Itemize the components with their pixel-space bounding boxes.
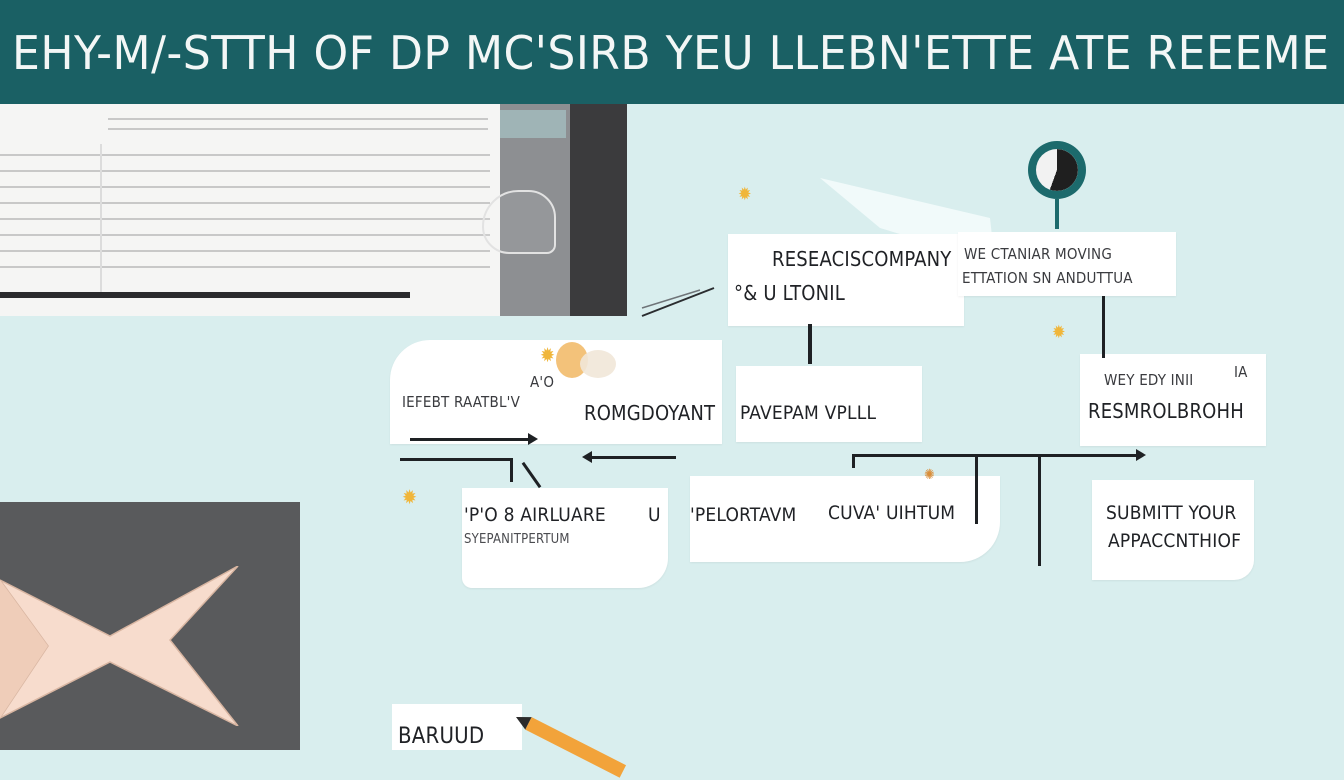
connector-line [410,438,530,441]
connector-line [808,324,812,364]
coin-icon [556,342,616,378]
bottom-center-right: CUVA' UIHTUM [828,502,956,524]
bottom-left-line2: SYEPANITPERTUM [464,532,570,547]
right-mid-card: WEY EDY INII IA RESMROLBROHH [1080,354,1266,446]
sparkle-icon: ✹ [1052,322,1066,343]
connector-line [852,454,855,468]
connector-line [510,458,513,482]
bottom-label-card: BARUUD [392,704,522,750]
left-mid-title: ROMGDOYANT [584,401,716,425]
bottom-left-marker: U [648,504,661,526]
left-mid-card: IEFEBT RAATBL'V A'O ROMGDOYANT [390,340,722,444]
connector-line [521,461,542,489]
pencil-icon [516,717,627,778]
connector-line [975,454,978,524]
connector-line [400,458,510,461]
bottom-label-text: BARUUD [398,724,485,749]
research-company-subtitle: °& U LTONIL [734,281,846,305]
bottom-center-card: 'PELORTAVM CUVA' UIHTUM [690,476,1000,562]
center-mid-card: PAVEPAM VPLLL [736,366,922,442]
clock-icon [1028,141,1086,199]
cursor-outline [482,190,556,254]
title-banner: EHY-M/-STTH OF DP MC'SIRB YEU LLEBN'ETTE… [0,0,1344,104]
submit-line2: APPACCNTHIOF [1108,530,1242,552]
bottom-left-line1: 'P'O 8 AIRLUARE [464,504,606,526]
sparkle-icon: ✹ [540,343,556,367]
page-title: EHY-M/-STTH OF DP MC'SIRB YEU LLEBN'ETTE… [12,26,1330,80]
sparkle-icon: ✹ [738,184,752,205]
right-mid-title: RESMROLBROHH [1088,399,1244,423]
right-mid-marker: IA [1234,363,1248,381]
bottom-center-left: 'PELORTAVM [690,504,797,526]
top-right-line2: ETTATION SN ANDUTTUA [962,269,1133,287]
connector-line [854,454,1138,457]
bottom-left-card: 'P'O 8 AIRLUARE U SYEPANITPERTUM [462,488,668,588]
submit-line1: SUBMITT YOUR [1106,502,1237,524]
submit-application-card: SUBMITT YOUR APPACCNTHIOF [1092,480,1254,580]
left-mid-small: IEFEBT RAATBL'V [402,393,520,411]
envelope-icon [0,566,239,726]
motion-lines [641,287,715,317]
research-company-title: RESEACISCOMPANY [772,247,952,271]
right-mid-line1: WEY EDY INII [1104,371,1194,389]
top-right-card: WE CTANIAR MOVING ETTATION SN ANDUTTUA [958,232,1176,296]
research-company-card: RESEACISCOMPANY °& U LTONIL [728,234,964,326]
center-mid-title: PAVEPAM VPLLL [740,402,877,424]
top-right-line1: WE CTANIAR MOVING [964,245,1113,263]
sparkle-icon: ✺ [924,467,935,483]
left-mid-marker: A'O [530,373,555,391]
connector-line [590,456,676,459]
document-icon [0,104,500,316]
connector-line [1038,454,1041,566]
connector-line [1102,296,1105,358]
sparkle-icon: ✹ [402,485,418,509]
